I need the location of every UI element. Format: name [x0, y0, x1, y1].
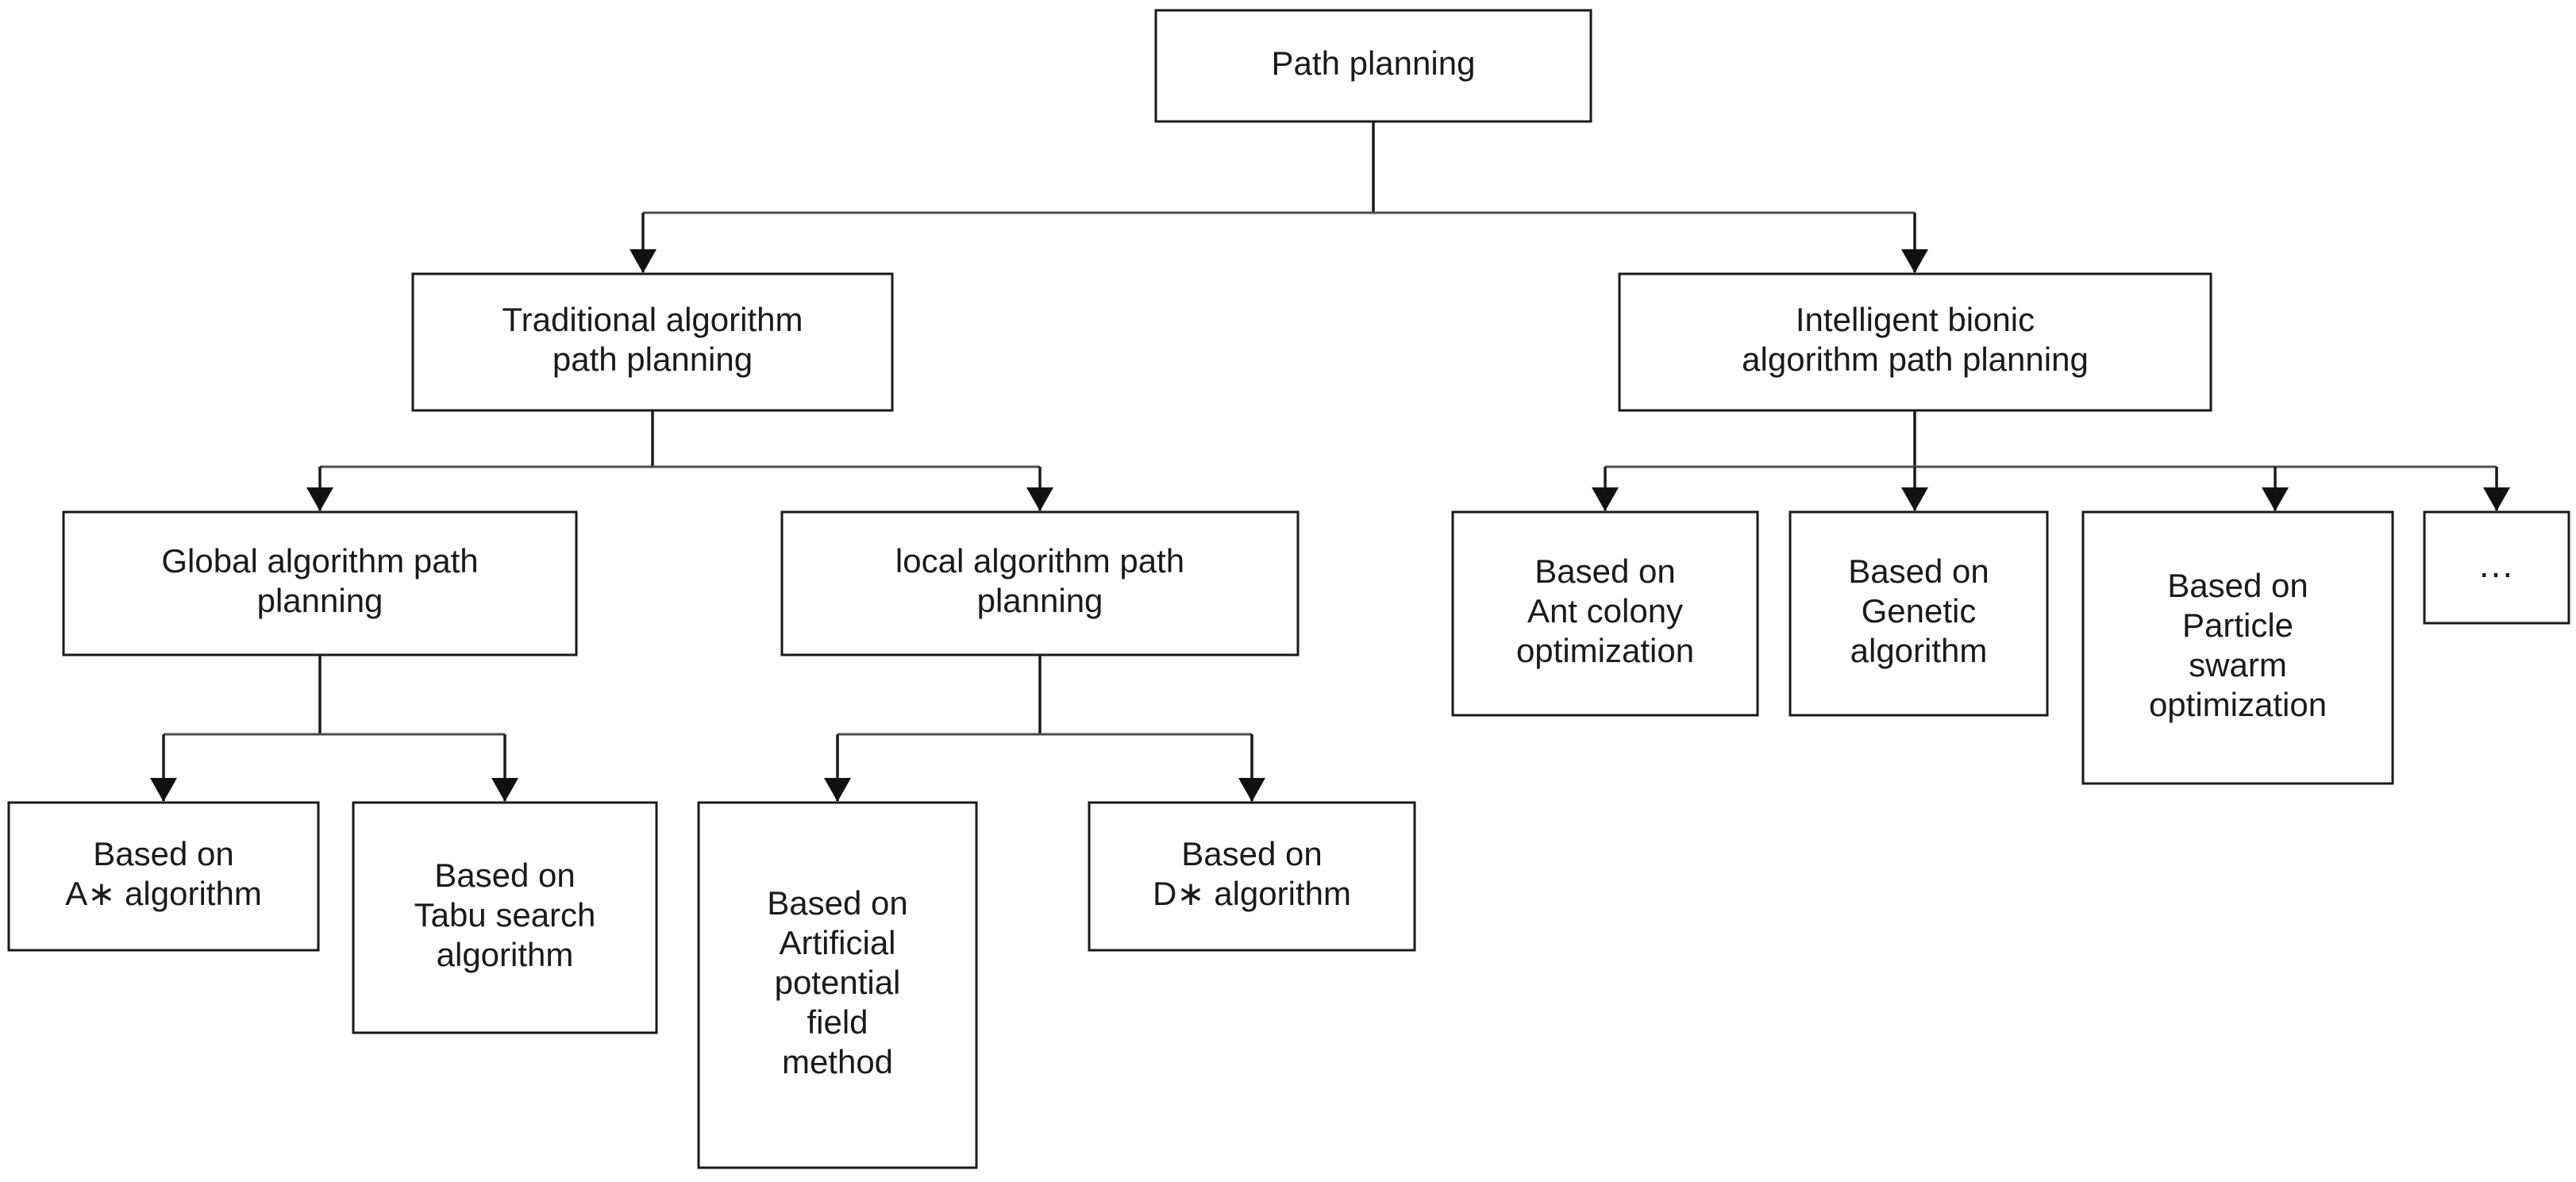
- connector-bus-local: [824, 655, 1265, 802]
- node-label-apf-line-4: field: [807, 1003, 868, 1041]
- node-label-particle-swarm-line-2: Particle: [2182, 606, 2293, 644]
- node-label-bionic-line-2: algorithm path planning: [1742, 341, 2089, 378]
- node-label-genetic-line-2: Genetic: [1862, 592, 1977, 630]
- arrow-head-icon: [1026, 487, 1053, 511]
- arrow-head-icon: [150, 778, 177, 802]
- node-label-root: Path planning: [1272, 44, 1476, 82]
- node-label-genetic-line-1: Based on: [1848, 552, 1989, 590]
- node-box-root[interactable]: [1154, 9, 1592, 123]
- node-box-d-star[interactable]: [1088, 801, 1416, 952]
- node-d-star[interactable]: Based onD∗ algorithm: [1088, 801, 1416, 952]
- node-label-traditional-line-1: Traditional algorithm: [502, 301, 803, 338]
- arrow-head-icon: [1592, 487, 1619, 511]
- node-label-tabu-line-1: Based on: [434, 857, 575, 894]
- node-label-tabu-line-3: algorithm: [437, 936, 574, 973]
- connectors-layer: [150, 121, 2510, 802]
- node-label-d-star-line-2: D∗ algorithm: [1153, 875, 1351, 912]
- node-label-global-line-1: Global algorithm path: [161, 542, 478, 579]
- node-label-d-star-line-1: Based on: [1181, 835, 1322, 872]
- arrow-head-icon: [2262, 487, 2289, 511]
- node-label-bionic-line-1: Intelligent bionic: [1796, 301, 2035, 338]
- node-a-star[interactable]: Based onA∗ algorithm: [7, 801, 320, 952]
- arrow-head-icon: [2483, 487, 2510, 511]
- node-box-apf[interactable]: [697, 801, 978, 1169]
- node-label-a-star-line-2: A∗ algorithm: [65, 875, 262, 912]
- node-label-ant-colony-line-2: Ant colony: [1527, 592, 1683, 630]
- node-label-apf-line-2: Artificial: [779, 924, 895, 961]
- arrow-head-icon: [1901, 249, 1928, 273]
- connector-bus-root: [630, 121, 1928, 273]
- node-box-local[interactable]: [780, 510, 1300, 656]
- connector-bus-traditional: [306, 410, 1053, 511]
- node-label-apf-line-5: method: [782, 1043, 893, 1080]
- node-box-bionic[interactable]: [1618, 272, 2212, 412]
- node-label-particle-swarm-line-1: Based on: [2167, 567, 2308, 604]
- node-ellipsis[interactable]: ...: [2423, 510, 2570, 625]
- node-box-genetic[interactable]: [1789, 510, 2049, 717]
- node-box-ant-colony[interactable]: [1451, 510, 1759, 717]
- node-label-particle-swarm-line-4: optimization: [2149, 686, 2327, 723]
- node-label-apf-line-3: potential: [775, 964, 901, 1001]
- arrow-head-icon: [630, 249, 657, 273]
- node-label-apf-line-1: Based on: [767, 884, 907, 922]
- arrow-head-icon: [491, 778, 518, 802]
- node-label-traditional-line-2: path planning: [553, 341, 753, 378]
- arrow-head-icon: [1238, 778, 1265, 802]
- node-label-global-line-2: planning: [257, 582, 383, 619]
- connector-bus-bionic: [1592, 410, 2510, 511]
- node-label-ant-colony-line-1: Based on: [1534, 552, 1675, 590]
- connector-bus-global: [150, 655, 518, 802]
- node-box-a-star[interactable]: [7, 801, 320, 952]
- arrow-head-icon: [824, 778, 851, 802]
- node-box-tabu[interactable]: [352, 801, 658, 1034]
- node-label-particle-swarm-line-3: swarm: [2189, 646, 2287, 683]
- node-label-ellipsis: ...: [2479, 544, 2514, 585]
- arrow-head-icon: [1901, 487, 1928, 511]
- arrow-head-icon: [306, 487, 333, 511]
- node-box-ellipsis[interactable]: [2423, 510, 2570, 625]
- node-label-local-line-1: local algorithm path: [895, 542, 1184, 579]
- node-label-a-star-line-1: Based on: [93, 835, 233, 872]
- node-box-particle-swarm[interactable]: [2081, 510, 2394, 785]
- node-label-tabu-line-2: Tabu search: [414, 896, 596, 934]
- node-root[interactable]: Path planning: [1154, 9, 1592, 123]
- node-box-global[interactable]: [62, 510, 578, 656]
- node-box-traditional[interactable]: [411, 272, 894, 412]
- node-label-genetic-line-3: algorithm: [1850, 632, 1988, 669]
- node-label-ant-colony-line-3: optimization: [1516, 632, 1694, 669]
- node-label-local-line-2: planning: [977, 582, 1103, 619]
